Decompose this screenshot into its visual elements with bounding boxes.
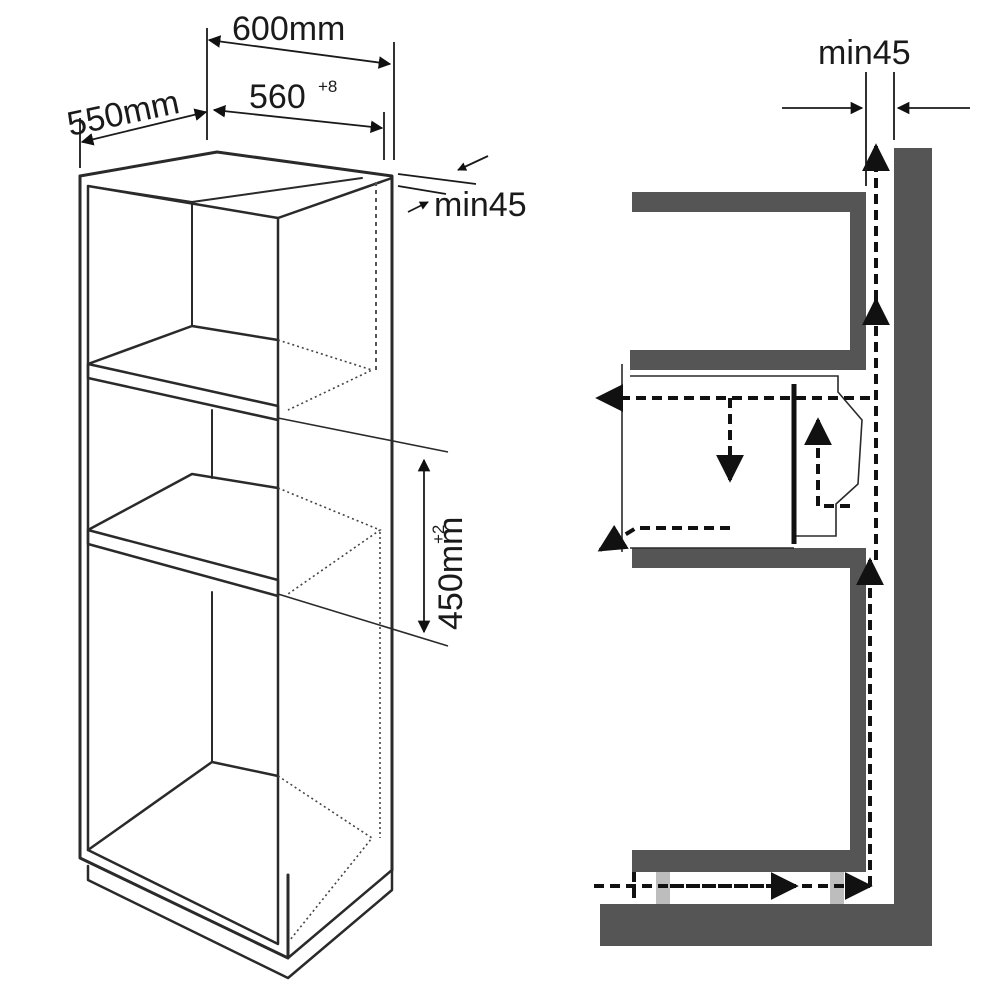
dim-rear-gap: min45 (397, 155, 527, 224)
lower-compartment (86, 591, 374, 941)
ventilation-section: min45 (594, 34, 970, 946)
cabinet-outer-frame (78, 150, 394, 980)
back-wall (894, 148, 932, 946)
dim-top-gap-label: min45 (818, 34, 911, 72)
dim-niche-width: 560 +8 (212, 77, 385, 160)
dim-height-label: 600mm (232, 10, 345, 48)
dim-niche-height: 450mm +2 (417, 458, 470, 634)
floor (600, 904, 932, 946)
dim-rear-gap-label: min45 (434, 186, 527, 224)
upper-shelf (86, 324, 449, 453)
lower-cabinet-section (632, 548, 866, 872)
dim-height: 600mm (206, 10, 395, 160)
dim-niche-width-tolerance: +8 (318, 77, 337, 96)
dim-niche-height-label: 450mm (432, 517, 470, 630)
section-walls (600, 148, 932, 946)
airflow-arrows (594, 143, 890, 900)
dim-depth: 550mm (64, 83, 208, 168)
appliance-outline (621, 364, 863, 552)
dim-depth-label: 550mm (64, 83, 183, 144)
dim-top-gap: min45 (782, 34, 970, 186)
middle-shelf (86, 409, 449, 838)
dim-niche-width-label: 560 (249, 78, 306, 116)
upper-cabinet-section (630, 192, 866, 370)
dim-niche-height-tolerance: +2 (429, 525, 448, 544)
tall-cabinet-drawing: 600mm 550mm 560 +8 450mm +2 (64, 10, 527, 980)
